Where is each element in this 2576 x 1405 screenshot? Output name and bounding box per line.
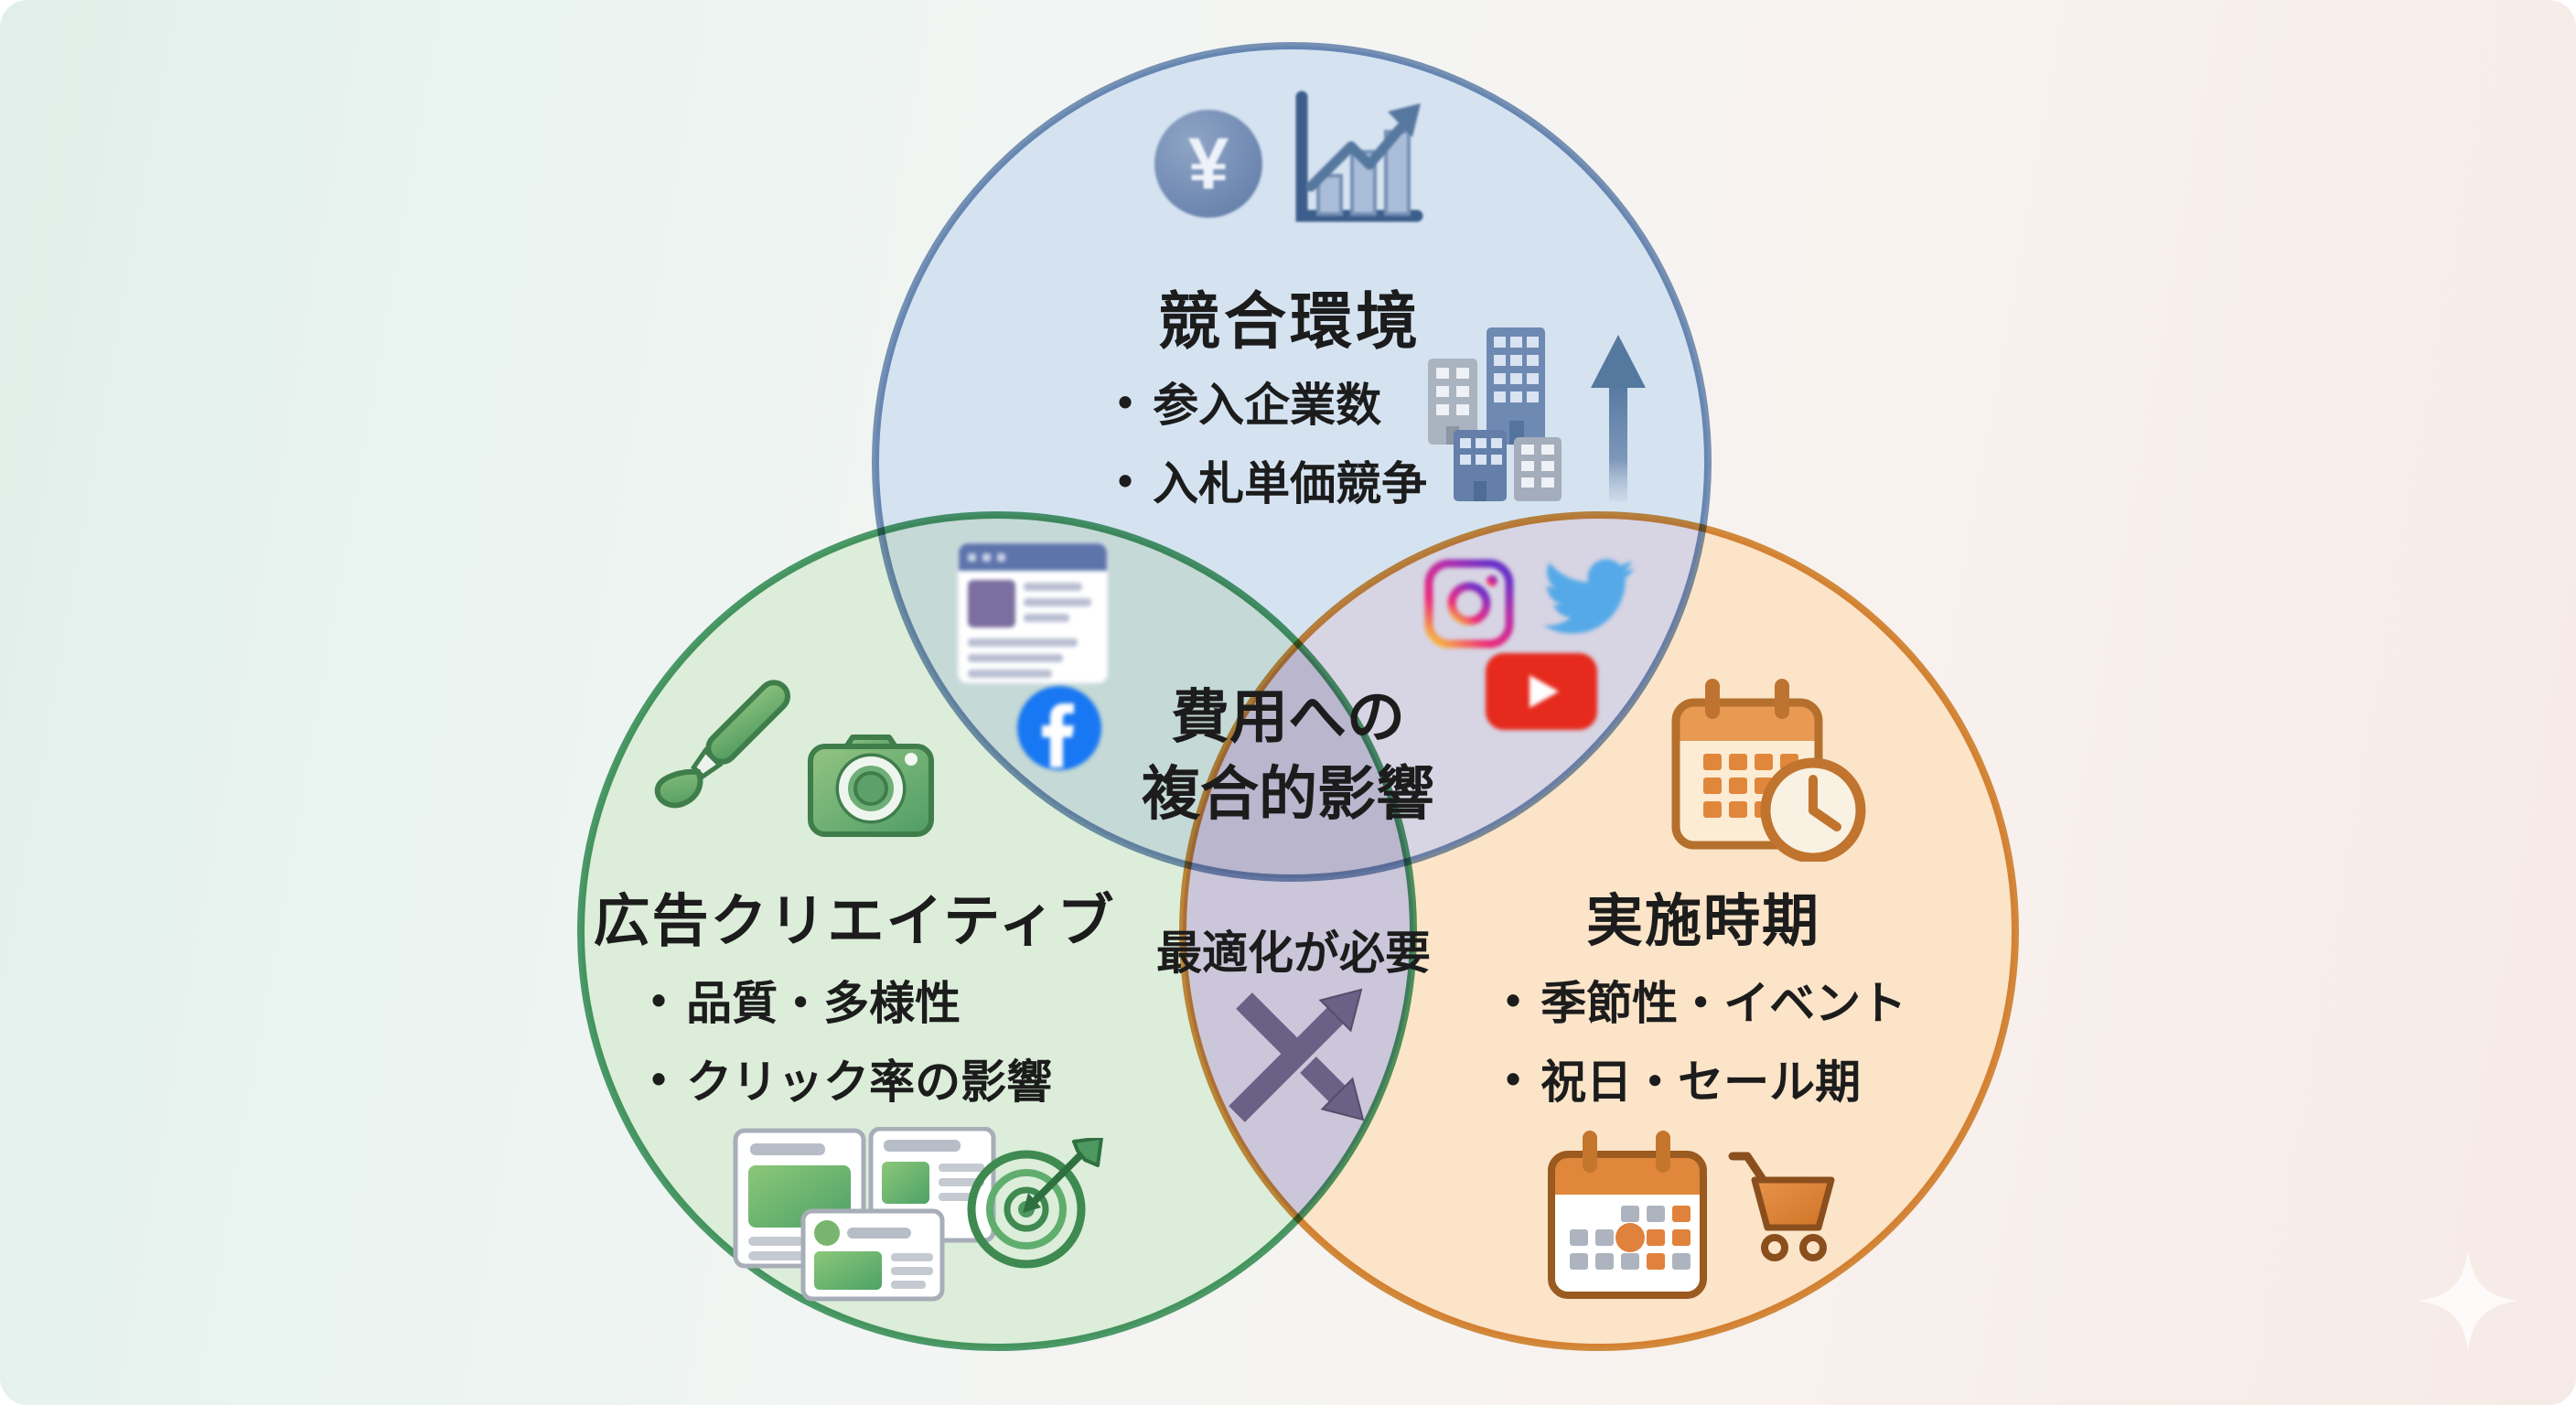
ad-image-placeholder — [968, 580, 1015, 627]
center-impact-line1: 費用への — [1171, 684, 1405, 750]
text-line — [968, 654, 1063, 662]
browser-dot — [968, 552, 976, 562]
center-impact-line2: 複合的影響 — [1142, 761, 1434, 827]
youtube-icon — [1486, 653, 1597, 730]
competition-bullets: • 参入企業数 • 入札単価競争 — [1118, 362, 1427, 520]
text-line — [968, 670, 1052, 678]
sale-calendar-icon — [1548, 1131, 1707, 1299]
timing-bullets: • 季節性・イベント • 祝日・セール期 — [1506, 960, 1906, 1118]
competition-bullet-2: • 入札単価競争 — [1118, 441, 1427, 520]
overlap-competition-creative — [875, 515, 1413, 878]
text-line — [1024, 614, 1069, 622]
highlighted-date — [1615, 1223, 1645, 1252]
text-line — [1024, 583, 1082, 591]
competition-bullet-1-label: 参入企業数 — [1153, 380, 1382, 431]
paintbrush-icon — [654, 680, 790, 809]
timing-bullet-1: • 季節性・イベント — [1506, 960, 1906, 1039]
ad-cards-icon — [733, 1127, 996, 1302]
ad-card-3 — [800, 1208, 945, 1302]
bullet-dot: • — [1118, 456, 1133, 504]
creative-title: 広告クリエイティブ — [593, 890, 1116, 953]
creative-bullets: • 品質・多様性 • クリック率の影響 — [651, 960, 1052, 1118]
display-ad-mockup-icon — [959, 543, 1107, 682]
competition-title: 競合環境 — [1157, 287, 1422, 357]
bullet-dot: • — [651, 976, 667, 1024]
target-icon — [967, 1138, 1103, 1269]
browser-dot — [997, 552, 1005, 562]
instagram-icon — [1424, 559, 1514, 649]
timing-bullet-2-label: 祝日・セール期 — [1540, 1056, 1862, 1108]
text-line — [968, 638, 1078, 647]
building-blue-2 — [1454, 430, 1507, 501]
building-gray-1 — [1428, 359, 1477, 445]
yen-symbol: ¥ — [1187, 123, 1229, 204]
competition-bullet-2-label: 入札単価競争 — [1153, 458, 1428, 509]
creative-bullet-2-label: クリック率の影響 — [686, 1056, 1053, 1108]
building-gray-2 — [1514, 437, 1562, 501]
competition-circle-border — [872, 42, 1712, 882]
creative-circle-border — [577, 511, 1417, 1351]
growth-up-arrow-icon — [1591, 335, 1646, 501]
camera-icon — [808, 735, 934, 837]
bullet-dot: • — [651, 1055, 667, 1102]
competition-bullet-1: • 参入企業数 — [1118, 362, 1427, 441]
crossing-arrows-icon — [1229, 988, 1365, 1122]
calendar-clock-icon — [1671, 679, 1866, 862]
timing-title: 実施時期 — [1585, 890, 1821, 953]
sparkle-icon — [2419, 1251, 2517, 1350]
creative-bullet-2: • クリック率の影響 — [651, 1039, 1052, 1118]
center-impact-title: 費用への 複合的影響 — [1142, 679, 1434, 832]
creative-bullet-1-label: 品質・多様性 — [686, 978, 961, 1029]
timing-bullet-2: • 祝日・セール期 — [1506, 1039, 1906, 1118]
shopping-cart-icon — [1728, 1152, 1835, 1261]
center-need-label: 最適化が必要 — [1156, 928, 1431, 979]
clock-icon — [1760, 757, 1866, 862]
browser-body — [959, 571, 1107, 678]
bullet-dot: • — [1506, 976, 1521, 1024]
bullet-dot: • — [1506, 1055, 1521, 1102]
building-blue-tall — [1487, 327, 1545, 445]
bullet-dot: • — [1118, 378, 1133, 425]
rising-chart-icon — [1295, 91, 1423, 222]
facebook-icon — [1017, 686, 1101, 770]
creative-bullet-1: • 品質・多様性 — [651, 960, 1052, 1039]
timing-bullet-1-label: 季節性・イベント — [1540, 978, 1907, 1029]
browser-dot — [982, 552, 991, 562]
office-buildings-icon — [1428, 327, 1646, 501]
overlap-competition-timing — [1183, 515, 1708, 878]
yen-coin-icon: ¥ — [1154, 110, 1262, 218]
timing-circle-border — [1179, 511, 2019, 1351]
browser-titlebar — [959, 543, 1107, 571]
twitter-icon — [1543, 559, 1635, 634]
text-line — [1024, 598, 1091, 606]
